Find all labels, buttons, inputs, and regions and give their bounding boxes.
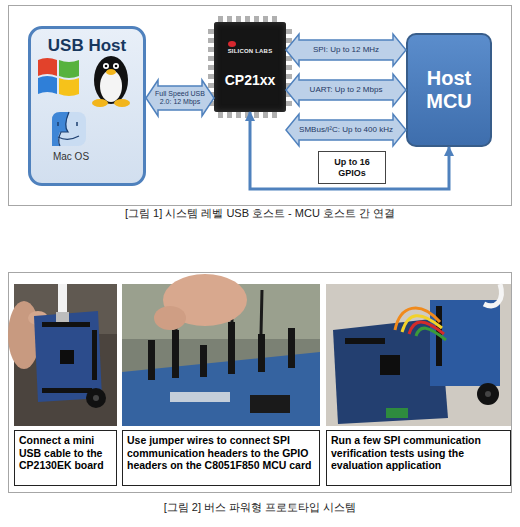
photo-test-setup [326,284,511,426]
gpio-box: Up to 16 GPIOs [318,151,386,184]
photo-jumper-wires [288,328,295,368]
photo-test-setup [380,355,400,375]
edge-label: Full Speed USB 2.0: 12 Mbps [151,86,209,110]
photo-usb-cable [60,350,74,364]
photo-usb-cable [42,322,90,327]
photo-jumper-wires [228,322,235,374]
figure-caption: [그림 1] 시스템 레벨 USB 호스트 - MCU 호스트 간 연결 [0,206,520,221]
chip-brand: SILICON LABS [214,48,286,54]
chip-part: CP21xx [214,72,286,88]
box-text: Up to 16 GPIOs [322,157,382,179]
photo-jumper-wires [122,274,320,426]
photo-test-setup [326,284,511,426]
photo-test-setup [345,338,385,344]
photo-usb-cable [8,284,117,426]
os-name: Mac OS [39,151,103,162]
caption-text: Run a few SPI communication verification… [327,431,510,475]
chip-pins [286,28,292,109]
photo-caption-box: Connect a mini USB cable to the CP2130EK… [14,430,117,486]
photo-usb-cable [92,330,97,380]
figure-frame [9,6,512,206]
photo-usb-cable [42,388,92,393]
photo-usb-cable [56,312,69,322]
photo-jumper-wires [258,334,265,372]
caption-text: Connect a mini USB cable to the CP2130EK… [15,431,116,475]
photo-jumper-wires [172,330,179,378]
photo-jumper-wires [250,395,290,413]
usb-host-box: USB HostMac OS [28,26,146,186]
photo-test-setup [430,300,500,386]
box-title: Host MCU [408,67,490,113]
chip-pins [208,16,292,118]
box-title: USB Host [31,36,143,56]
photo-caption-box: Run a few SPI communication verification… [326,430,511,486]
photo-test-setup [416,328,446,340]
photo-test-setup [484,284,501,306]
mcu-box: Host MCU [406,33,492,147]
edge-label: SPI: Up to 12 MHz [291,40,401,60]
photo-jumper-wires [148,340,155,380]
figure-frame [9,273,512,493]
chip-body: SILICON LABS CP21xx [214,22,286,112]
photo-test-setup [386,408,408,418]
photo-usb-cable [86,388,106,408]
photo-usb-cable [93,395,99,401]
photo-jumper-wires [200,345,207,377]
photo-test-setup [477,383,499,405]
photo-usb-cable [34,311,102,402]
double-arrow [286,34,406,66]
double-arrow [146,80,214,116]
edge-label: UART: Up to 2 Mbps [291,80,401,100]
double-arrow [286,114,406,146]
photo-test-setup [485,391,491,397]
double-arrow [286,74,406,106]
edge-label: SMBus/I²C: Up to 400 kHz [291,120,401,140]
photo-jumper-wires [170,392,230,402]
photo-caption-box: Use jumper wires to connect SPI communic… [122,430,320,486]
photo-jumper-wires [154,306,186,330]
caption-text: Use jumper wires to connect SPI communic… [123,431,319,475]
chip-pins [218,112,281,118]
figure-caption: [그림 2] 버스 파워형 프로토타입 시스템 [0,500,520,515]
